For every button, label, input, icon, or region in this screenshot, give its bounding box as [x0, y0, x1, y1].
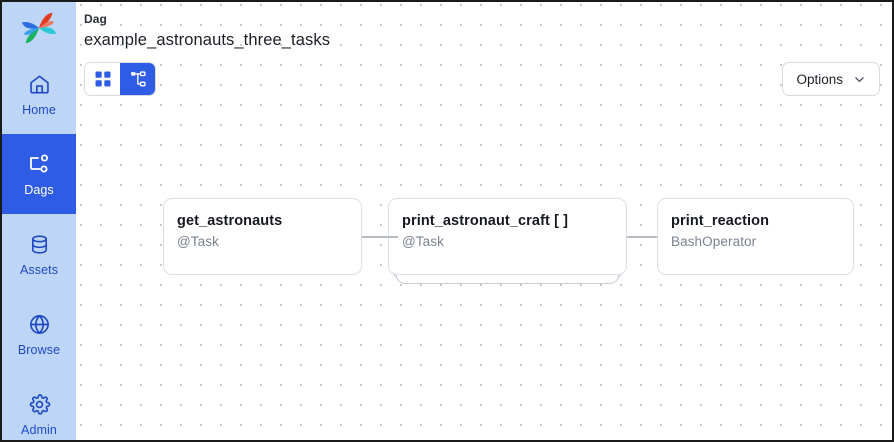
options-button-label: Options [796, 71, 843, 87]
gear-icon [26, 392, 52, 418]
view-toggle-group [84, 62, 156, 96]
sidebar-item-home[interactable]: Home [2, 54, 76, 134]
sidebar-item-label: Admin [21, 422, 57, 437]
graph-toolbar: Options [84, 62, 880, 96]
task-node-print-astronaut-craft[interactable]: print_astronaut_craft [ ] @Task [388, 198, 627, 284]
home-icon [26, 72, 52, 98]
sidebar: Home Dags Asset [2, 2, 76, 440]
task-node-get-astronauts[interactable]: get_astronauts @Task [163, 198, 362, 275]
database-icon [26, 232, 52, 258]
airflow-logo[interactable] [2, 2, 76, 54]
sidebar-item-label: Browse [17, 342, 61, 357]
grid-view-button[interactable] [85, 63, 120, 95]
task-node-title: print_reaction [671, 213, 770, 229]
airflow-pinwheel-logo-icon [21, 12, 57, 44]
task-node-subtitle: @Task [402, 234, 444, 250]
task-node-title: get_astronauts [177, 213, 283, 229]
globe-icon [26, 312, 52, 338]
task-node-title: print_astronaut_craft [ ] [402, 213, 569, 229]
edge-print-astronaut-craft-to-print-reaction [627, 236, 657, 238]
main-content: get_astronauts @Task print_astronaut_cra… [76, 2, 892, 440]
sidebar-item-label: Assets [19, 262, 59, 277]
task-node-subtitle: BashOperator [671, 234, 757, 250]
options-button[interactable]: Options [782, 62, 880, 96]
edge-get-astronauts-to-print-astronaut-craft [362, 236, 398, 238]
graph-nodes-layer: get_astronauts @Task print_astronaut_cra… [76, 2, 892, 440]
sidebar-item-assets[interactable]: Assets [2, 214, 76, 294]
sidebar-item-admin[interactable]: Admin [2, 374, 76, 440]
graph-icon [130, 71, 146, 87]
sidebar-item-browse[interactable]: Browse [2, 294, 76, 374]
sidebar-item-label: Home [22, 102, 56, 117]
task-node-print-reaction[interactable]: print_reaction BashOperator [657, 198, 854, 275]
sidebar-item-label: Dags [24, 182, 54, 197]
task-node-subtitle: @Task [177, 234, 219, 250]
sidebar-item-dags[interactable]: Dags [2, 134, 76, 214]
chevron-down-icon [853, 73, 866, 86]
dags-icon [26, 152, 52, 178]
grid-icon [95, 71, 111, 87]
graph-view-button[interactable] [120, 63, 155, 95]
graph-canvas[interactable]: get_astronauts @Task print_astronaut_cra… [76, 2, 892, 440]
